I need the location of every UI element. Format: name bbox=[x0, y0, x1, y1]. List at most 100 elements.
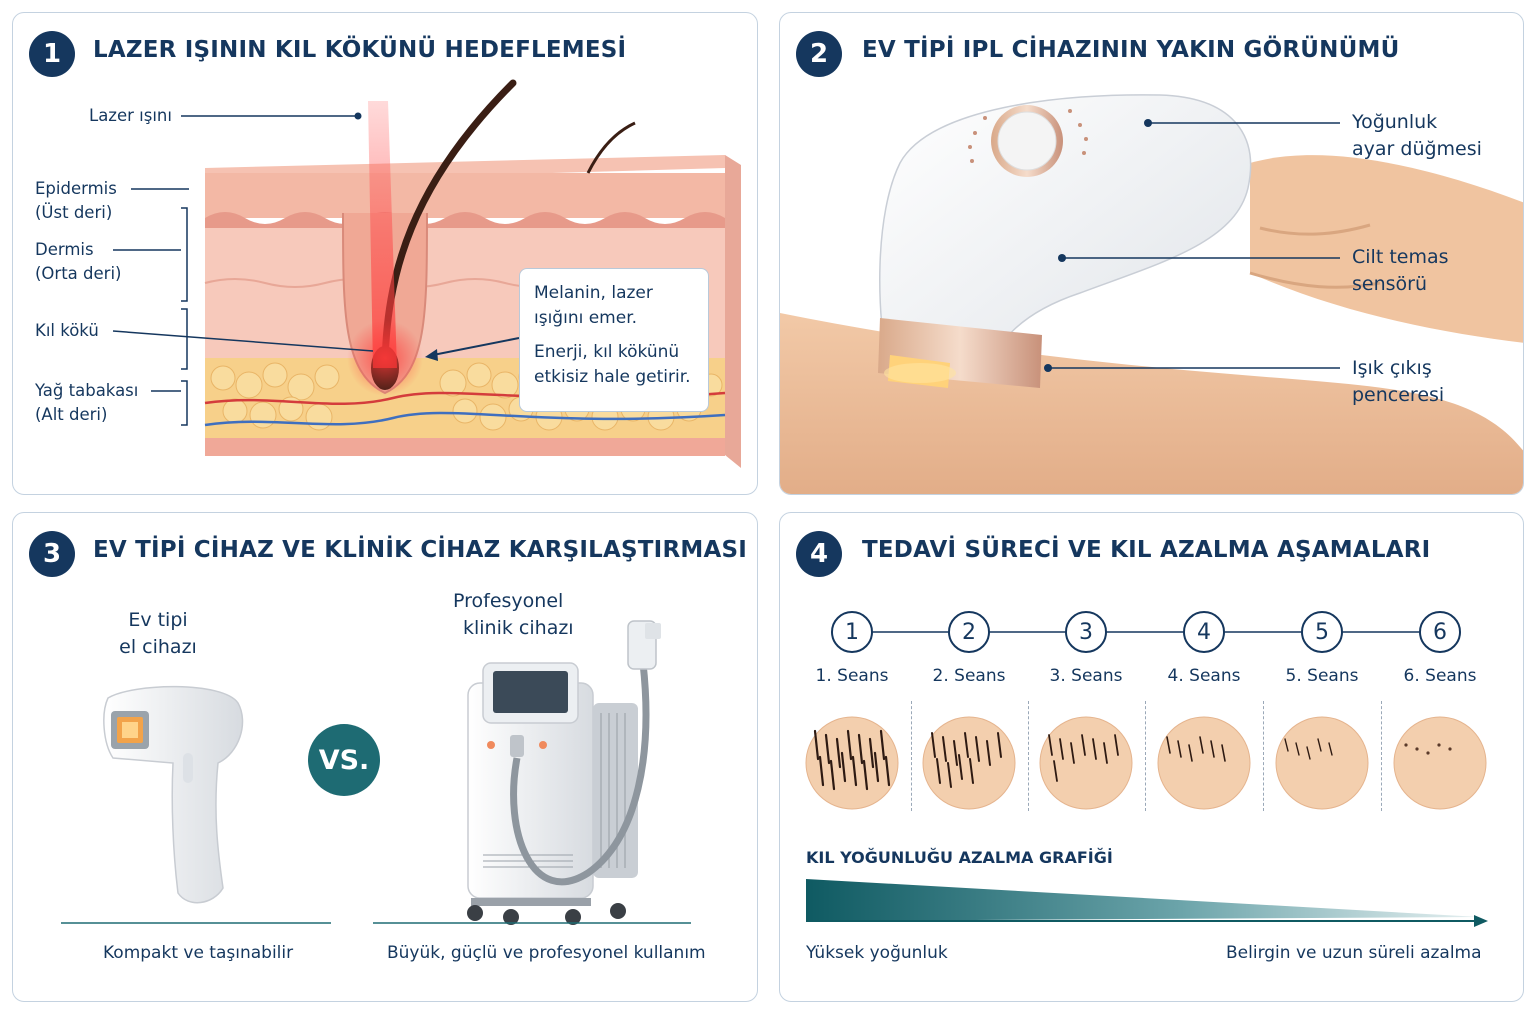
session-separator bbox=[1263, 701, 1264, 811]
hair-follicle-dot bbox=[1448, 747, 1452, 751]
hair-strand bbox=[1053, 760, 1058, 782]
session-separator bbox=[1028, 701, 1029, 811]
panel-laser-targeting: 1 LAZER IŞININ KIL KÖKÜNÜ HEDEFLEMESİ bbox=[12, 12, 758, 495]
hair-strand bbox=[884, 755, 891, 787]
hair-strand bbox=[1103, 742, 1108, 764]
hair-strand bbox=[969, 758, 974, 784]
session-number-4: 4 bbox=[1183, 611, 1225, 653]
panel-number-2: 2 bbox=[796, 31, 842, 77]
hair-strand bbox=[936, 758, 941, 784]
skin-sample-1 bbox=[805, 716, 899, 810]
hair-strand bbox=[813, 729, 820, 761]
laser-beam-label: Lazer ışını bbox=[89, 106, 172, 125]
skin-sample-5 bbox=[1275, 716, 1369, 810]
hair-strand bbox=[997, 732, 1002, 758]
session-label-4: 4. Seans bbox=[1167, 666, 1241, 686]
hair-strand bbox=[818, 755, 825, 787]
hair-strand bbox=[1081, 734, 1086, 756]
epidermis-sub-label: (Üst deri) bbox=[35, 203, 113, 222]
skin-sample-4 bbox=[1157, 716, 1251, 810]
session-timeline bbox=[805, 631, 1487, 810]
hair-strand bbox=[975, 736, 980, 762]
hair-strand bbox=[1048, 734, 1053, 756]
clinic-device-label-1: Profesyonel bbox=[453, 590, 564, 612]
hair-strand bbox=[824, 733, 831, 765]
graph-end-label: Belirgin ve uzun süreli azalma bbox=[1226, 943, 1482, 963]
clinic-machine bbox=[467, 620, 661, 925]
hair-strand bbox=[1070, 742, 1075, 764]
hair-strand bbox=[829, 759, 836, 791]
hair-strand bbox=[1284, 738, 1289, 752]
hair-follicle-dot bbox=[1426, 751, 1430, 755]
hair-strand bbox=[1295, 742, 1300, 756]
panel-number-1: 1 bbox=[29, 31, 75, 77]
session-number-1: 1 bbox=[831, 611, 873, 653]
hair-strand bbox=[1092, 738, 1097, 760]
panel-number-3: 3 bbox=[29, 531, 75, 577]
skin-cross-section-illustration bbox=[112, 79, 741, 468]
session-label-2: 2. Seans bbox=[932, 666, 1006, 686]
hair-follicle-dot bbox=[1404, 743, 1408, 747]
session-label-6: 6. Seans bbox=[1403, 666, 1477, 686]
hair-strand bbox=[868, 737, 875, 769]
panel-title-1: LAZER IŞININ KIL KÖKÜNÜ HEDEFLEMESİ bbox=[93, 37, 627, 63]
session-label-3: 3. Seans bbox=[1049, 666, 1123, 686]
hair-strand bbox=[840, 751, 847, 783]
callout-text-2: Enerji, kıl kökünü etkisiz hale getirir. bbox=[534, 342, 691, 387]
epidermis-label: Epidermis bbox=[35, 179, 117, 198]
hair-follicle-dot bbox=[1437, 743, 1441, 747]
hair-strand bbox=[964, 732, 969, 758]
skin-sensor-label-2: sensörü bbox=[1352, 273, 1428, 295]
panel-treatment-process: 4 TEDAVİ SÜRECİ VE KIL AZALMA AŞAMALARI … bbox=[779, 512, 1524, 1002]
skin-sample-2 bbox=[922, 716, 1016, 810]
hair-strand bbox=[835, 737, 842, 769]
density-wedge bbox=[806, 879, 1480, 921]
density-graph-title: KIL YOĞUNLUĞU AZALMA GRAFİĞİ bbox=[806, 848, 1113, 867]
panel-title-2: EV TİPİ IPL CİHAZININ YAKIN GÖRÜNÜMÜ bbox=[862, 37, 1400, 63]
dermis-sub-label: (Orta deri) bbox=[35, 264, 122, 283]
hair-strand bbox=[1188, 744, 1193, 762]
panel-device-comparison: 3 EV TİPİ CİHAZ VE KLİNİK CİHAZ KARŞILAŞ… bbox=[12, 512, 758, 1002]
hair-strand bbox=[958, 754, 963, 780]
hair-strand bbox=[931, 732, 936, 758]
clinic-device-label-2: klinik cihazı bbox=[463, 617, 574, 639]
dermis-label: Dermis bbox=[35, 240, 94, 259]
session-separator bbox=[1145, 701, 1146, 811]
hair-strand bbox=[1059, 738, 1064, 760]
hair-strand bbox=[986, 740, 991, 766]
session-number-2: 2 bbox=[948, 611, 990, 653]
clinic-device-caption: Büyük, güçlü ve profesyonel kullanım bbox=[387, 943, 706, 963]
hair-strand bbox=[873, 751, 880, 783]
session-number-5: 5 bbox=[1301, 611, 1343, 653]
panel-title-4: TEDAVİ SÜRECİ VE KIL AZALMA AŞAMALARI bbox=[862, 537, 1431, 563]
hair-strand bbox=[857, 733, 864, 765]
device-comparison-illustration bbox=[61, 620, 691, 925]
ipl-device-illustration bbox=[780, 94, 1523, 494]
hair-strand bbox=[846, 729, 853, 761]
fat-layer-sub-label: (Alt deri) bbox=[35, 405, 108, 424]
hair-strand bbox=[942, 736, 947, 762]
hair-strand bbox=[1221, 744, 1226, 762]
hair-strand bbox=[947, 762, 952, 788]
intensity-button-label-1: Yoğunluk bbox=[1352, 111, 1438, 133]
hair-strand bbox=[1177, 740, 1182, 758]
light-window-label-1: Işık çıkış bbox=[1352, 357, 1432, 379]
graph-arrowhead bbox=[1474, 915, 1488, 927]
callout-text-1: Melanin, lazer ışığını emer. bbox=[534, 283, 653, 328]
hair-strand bbox=[851, 755, 858, 787]
home-device-label-1: Ev tipi bbox=[128, 609, 188, 631]
hair-strand bbox=[1199, 736, 1204, 754]
graph-start-label: Yüksek yoğunluk bbox=[806, 943, 948, 963]
hair-strand bbox=[1317, 738, 1322, 752]
intensity-button-label-2: ayar düğmesi bbox=[1352, 138, 1482, 160]
session-number-6: 6 bbox=[1419, 611, 1461, 653]
handheld-device bbox=[103, 685, 244, 904]
home-device-label-2: el cihazı bbox=[119, 636, 197, 658]
fat-layer-label: Yağ tabakası bbox=[35, 381, 139, 400]
melanin-callout: Melanin, lazer ışığını emer. Enerji, kıl… bbox=[519, 268, 709, 412]
panel-title-3: EV TİPİ CİHAZ VE KLİNİK CİHAZ KARŞILAŞTI… bbox=[93, 537, 747, 563]
skin-sensor-label-1: Cilt temas bbox=[1352, 246, 1449, 268]
density-reduction-graph bbox=[806, 879, 1488, 927]
skin-sample-3 bbox=[1039, 716, 1133, 810]
hair-strand bbox=[1166, 736, 1171, 754]
